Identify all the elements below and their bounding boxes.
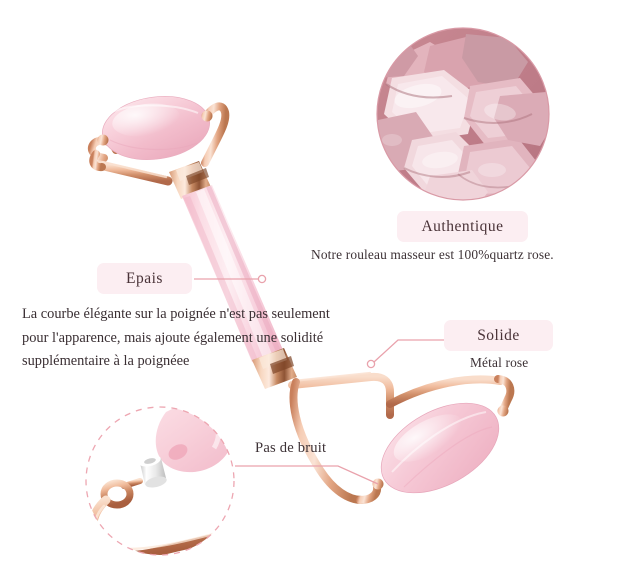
large-roller-head [97, 96, 213, 160]
white-silicone-ring [139, 455, 167, 488]
badge-epais-label: Epais [126, 269, 163, 287]
ferrule-band-lower [252, 348, 297, 389]
caption-metal-rose: Métal rose [470, 355, 529, 370]
caption-pas-de-bruit: Pas de bruit [255, 440, 327, 456]
badge-authentique: Authentique [397, 211, 528, 242]
badge-authentique-label: Authentique [421, 217, 504, 235]
badge-epais: Epais [97, 263, 192, 294]
paragraph-epais: La courbe élégante sur la poignée n'est … [22, 303, 353, 374]
badge-solide: Solide [444, 320, 553, 351]
paragraph-epais-line-3: supplémentaire à la poignéee [22, 353, 190, 369]
caption-authentique: Notre rouleau masseur est 100%quartz ros… [311, 247, 554, 262]
small-roller-head [380, 402, 500, 494]
paragraph-epais-line-1: La courbe élégante sur la poignée n'est … [22, 306, 330, 322]
badge-solide-label: Solide [477, 326, 520, 344]
rose-gold-pin-arm [87, 478, 234, 555]
paragraph-epais-line-2: pour l'apparence, mais ajoute également … [22, 329, 324, 346]
